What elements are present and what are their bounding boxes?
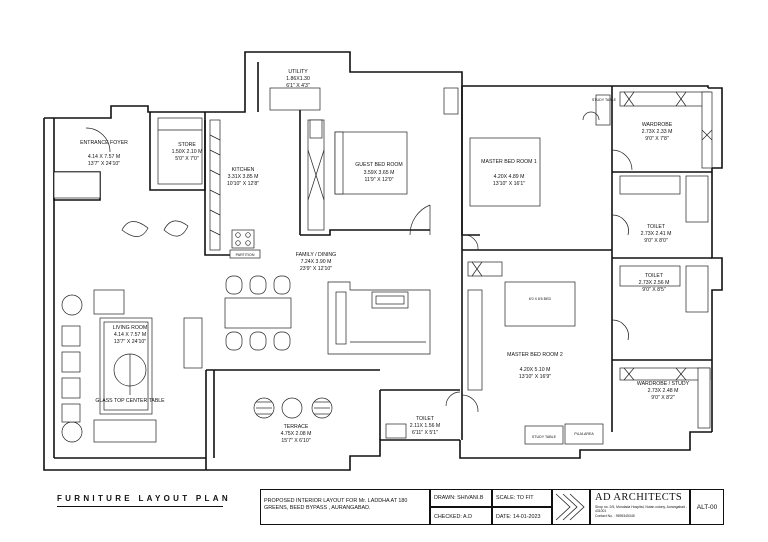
wardrobe-name: WARDROBE	[642, 122, 673, 128]
wardrobe-study-size-m: 2.73X 2.48 M	[648, 388, 679, 394]
master-bed-1-size-m: 4.20X 4.89 M	[494, 174, 525, 180]
utility-size-m: 1.86X1.30	[286, 76, 310, 82]
title-block-drawn: DRAWN: SHIVANI.B	[430, 489, 492, 507]
utility-fixtures	[269, 87, 459, 115]
outer-walls	[43, 51, 723, 471]
firm-contact: Contact No. : 9595345345	[595, 513, 635, 518]
foyer-furniture	[53, 127, 189, 237]
living-name: LIVING ROOM	[113, 325, 148, 331]
firm-address: Shop no. 2/5, Mundada Hospital, Nutan co…	[595, 505, 688, 514]
utility-name: UTILITY	[288, 69, 308, 75]
entrance-size-m: 4.14 X 7.57 M	[88, 154, 120, 160]
toilet-3-size-ft: 6'11" X 5'1"	[412, 430, 438, 436]
drawn-by: DRAWN: SHIVANI.B	[434, 495, 484, 501]
living-size-ft: 13'7" X 24'10"	[114, 339, 146, 345]
room-labels: UTILITY 1.86X1.30 6'1" X 4'3" ENTRANCE F…	[80, 69, 690, 444]
store-size-ft: 5'0" X 7'0"	[175, 156, 199, 162]
toilet-1-size-ft: 9'0" X 8'0"	[644, 238, 668, 244]
toilet-3-name: TOILET	[416, 416, 435, 422]
title-block-scale: SCALE: TO FIT	[492, 489, 552, 507]
toilet-2-size-ft: 9'0" X 8'5"	[642, 287, 666, 293]
entrance-size-ft: 13'7" X 24'10"	[88, 161, 120, 167]
bed-size-label: 6'0 X 6'6 BED	[529, 297, 552, 301]
store-size-m: 1.50X 2.10 M	[172, 149, 203, 155]
living-size-m: 4.14 X 7.57 M	[114, 332, 146, 338]
wardrobe-size-ft: 9'0" X 7'8"	[645, 136, 669, 142]
guest-bed	[334, 131, 431, 236]
kitchen-name: KITCHEN	[232, 167, 255, 173]
terrace-size-m: 4.75X 2.08 M	[281, 431, 312, 437]
drawing-title: FURNITURE LAYOUT PLAN	[57, 494, 231, 503]
sheet-number: ALT-00	[696, 504, 718, 511]
study-table-label: STUDY TABLE	[592, 98, 617, 102]
title-block-date: DATE: 14-01-2023	[492, 507, 552, 525]
toilet-3-fixtures	[385, 391, 461, 439]
terrace-furniture	[253, 397, 333, 419]
master-bed-1-size-ft: 13'10" X 16'1"	[493, 181, 525, 187]
puja-area-label: PUJA AREA	[574, 432, 594, 436]
title-block-firm: AD ARCHITECTS Shop no. 2/5, Mundada Hosp…	[590, 489, 690, 525]
guest-bed-size-m: 3.59X 3.65 M	[364, 170, 395, 176]
master-bed-2-size-m: 4.20X 5.10 M	[520, 367, 551, 373]
wardrobe-study-fixtures	[619, 367, 711, 429]
toilet-2-name: TOILET	[645, 273, 664, 279]
checked-by: CHECKED: A.D	[434, 514, 473, 520]
firm-name: AD ARCHITECTS	[595, 492, 683, 503]
wardrobe-study-size-ft: 9'0" X 8'2"	[651, 395, 675, 401]
drawing-title-underline	[57, 506, 223, 507]
wardrobe-study-name: WARDROBE / STUDY	[637, 381, 690, 387]
interior-walls	[53, 62, 712, 458]
furniture-annotations: PARTITION GLASS TOP CENTER TABLE STUDY T…	[95, 98, 616, 439]
guest-bed-name: GUEST BED ROOM	[355, 162, 402, 168]
firm-logo-chevrons	[555, 493, 585, 521]
living-seating	[61, 289, 203, 443]
master-bed-1-name: MASTER BED ROOM 1	[481, 159, 537, 165]
terrace-size-ft: 15'7" X 6'10"	[281, 438, 310, 444]
kitchen-size-m: 3.31X 3.85 M	[228, 174, 259, 180]
wardrobe-fixtures	[611, 91, 713, 171]
master-bed-2-furniture	[461, 261, 604, 445]
partition-label: PARTITION	[236, 253, 255, 257]
family-dining-size-ft: 23'9" X 12'10"	[300, 266, 332, 272]
toilet-1-size-m: 2.73X 2.41 M	[641, 231, 672, 237]
kitchen-fixtures	[157, 117, 325, 259]
dining-set	[224, 275, 292, 351]
toilet-2-size-m: 2.73X 2.56 M	[639, 280, 670, 286]
kitchen-size-ft: 10'10" X 12'8"	[227, 181, 259, 187]
title-block-sheet: ALT-00	[690, 489, 724, 525]
family-dining-name: FAMILY / DINING	[296, 252, 336, 258]
guest-bed-size-ft: 11'9" X 12'0"	[365, 177, 394, 183]
toilet-3-size-m: 2.11X 1.56 M	[410, 423, 440, 429]
store-name: STORE	[178, 142, 196, 148]
toilet-fixtures	[611, 175, 709, 341]
entrance-name: ENTRANCE FOYER	[80, 140, 128, 146]
family-sofa	[327, 281, 431, 355]
title-block-checked: CHECKED: A.D	[430, 507, 492, 525]
master-bed-1-furniture	[461, 94, 611, 251]
glass-table-label: GLASS TOP CENTER TABLE	[95, 398, 165, 404]
master-bed-2-size-ft: 13'10" X 16'9"	[519, 374, 551, 380]
terrace-name: TERRACE	[284, 424, 309, 430]
master-bed-2-name: MASTER BED ROOM 2	[507, 352, 563, 358]
utility-size-ft: 6'1" X 4'3"	[286, 83, 310, 89]
family-dining-size-m: 7.24X 3.90 M	[301, 259, 332, 265]
toilet-1-name: TOILET	[647, 224, 666, 230]
study-table-2-label: STUDY TABLE	[532, 435, 557, 439]
wardrobe-size-m: 2.73X 2.33 M	[642, 129, 673, 135]
title-block-project: PROPOSED INTERIOR LAYOUT FOR Mr. LADDHA …	[260, 489, 430, 525]
date-text: DATE: 14-01-2023	[496, 514, 541, 520]
project-description: PROPOSED INTERIOR LAYOUT FOR Mr. LADDHA …	[264, 498, 408, 512]
title-block-logo	[552, 489, 590, 525]
scale-text: SCALE: TO FIT	[496, 495, 534, 501]
